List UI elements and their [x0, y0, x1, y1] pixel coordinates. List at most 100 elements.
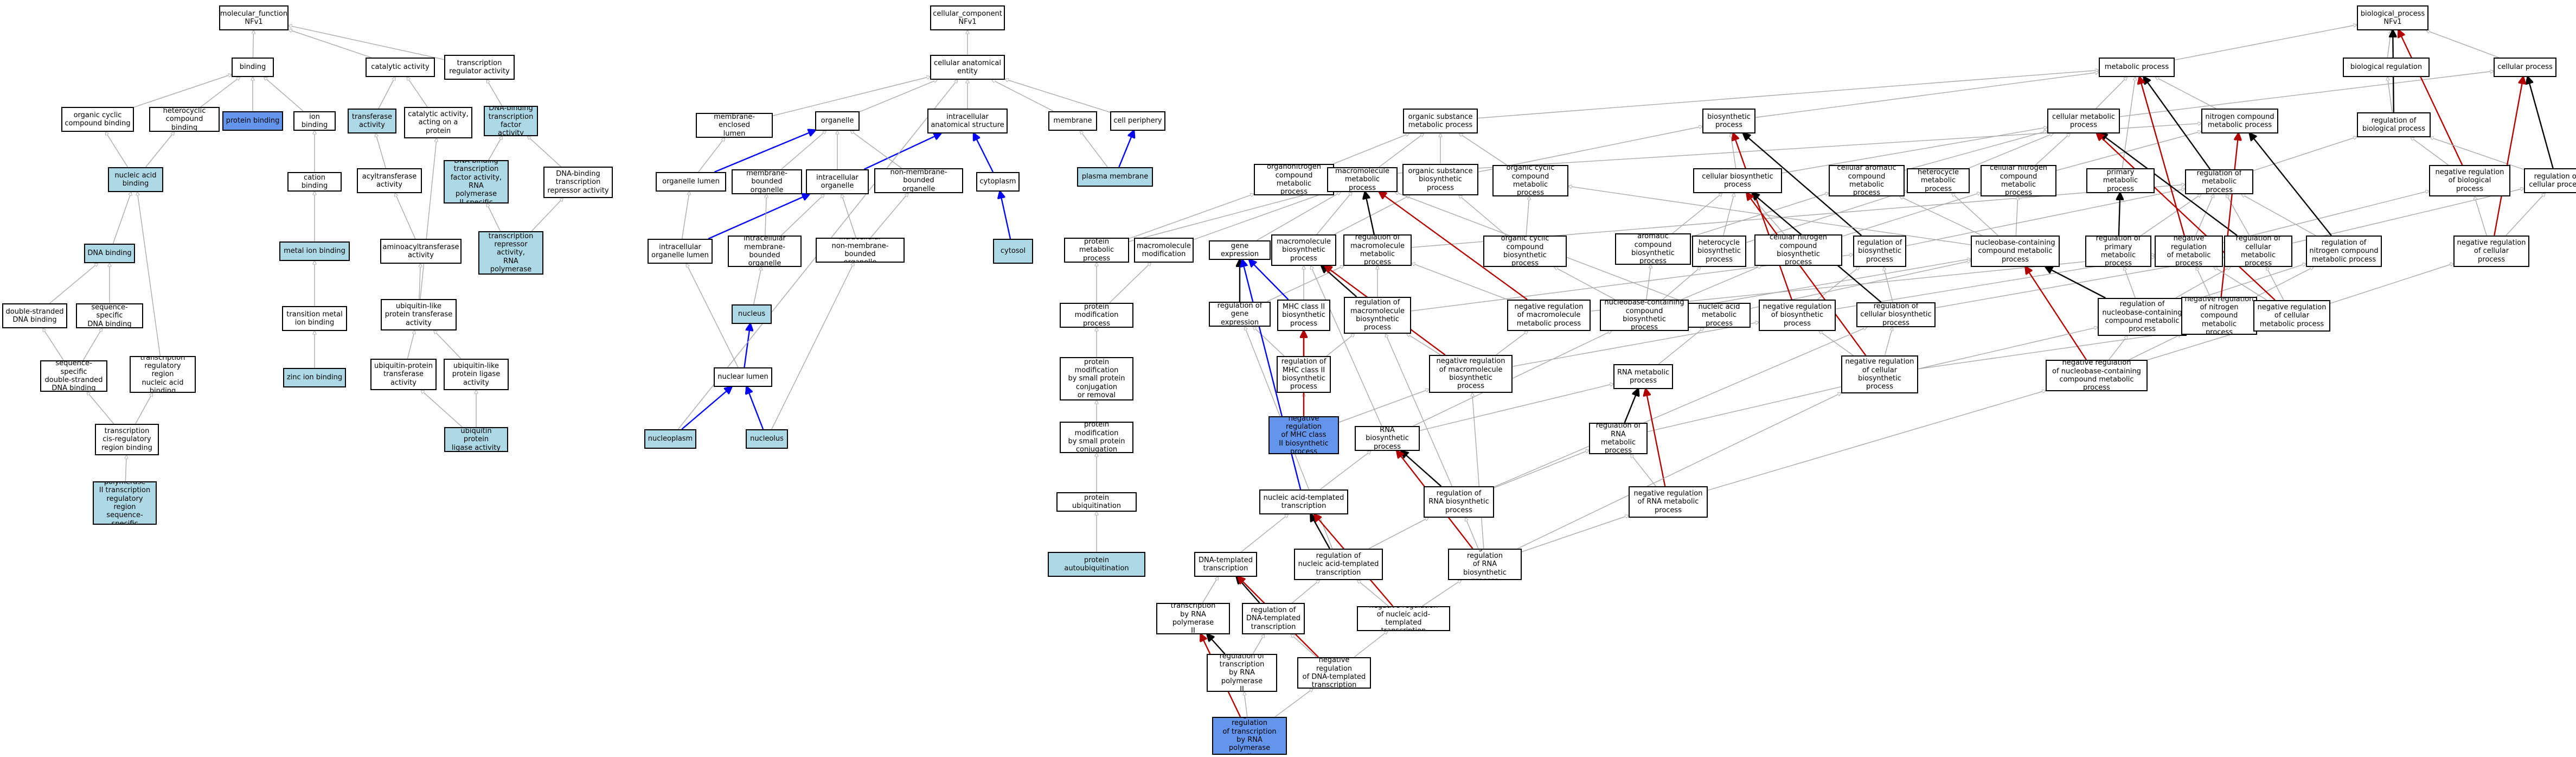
- go-term-catprot[interactable]: catalytic activity, acting on a protein: [404, 107, 472, 138]
- go-term-cisreg[interactable]: transcription cis-regulatory region bind…: [95, 424, 159, 455]
- go-term-rnabio[interactable]: RNA biosynthetic process: [1355, 426, 1420, 451]
- go-term-mhc[interactable]: MHC class II biosynthetic process: [1277, 300, 1330, 331]
- go-term-cellnitro[interactable]: cellular nitrogen compound metabolic pro…: [1981, 165, 2056, 196]
- go-term-macromod[interactable]: macromolecule modification: [1134, 238, 1194, 263]
- go-term-seqds[interactable]: sequence-specific double-stranded DNA bi…: [40, 360, 107, 392]
- go-term-catact[interactable]: catalytic activity: [366, 58, 435, 77]
- go-term-cellmetab[interactable]: cellular metabolic process: [2047, 109, 2120, 133]
- go-term-protmod[interactable]: protein modification process: [1060, 303, 1133, 328]
- go-term-orglumen[interactable]: organelle lumen: [656, 172, 726, 192]
- go-term-negregnatrans[interactable]: negative regulation of nucleic acid-temp…: [1357, 606, 1450, 631]
- go-term-hetbio[interactable]: heterocycle biosynthetic process: [1692, 236, 1746, 267]
- go-term-nucacid[interactable]: nucleic acid metabolic process: [1688, 303, 1751, 328]
- go-term-metalion[interactable]: metal ion binding: [279, 241, 350, 261]
- go-term-nucleus[interactable]: nucleus: [732, 304, 772, 324]
- go-term-regmetab[interactable]: regulation of metabolic process: [2185, 169, 2253, 194]
- go-term-regnatrans[interactable]: regulation of nucleic acid-templated tra…: [1294, 549, 1383, 580]
- go-term-negregbiosyn[interactable]: negative regulation of biosynthetic proc…: [1759, 300, 1836, 331]
- go-term-negregnitro[interactable]: negative regulation of nitrogen compound…: [2181, 297, 2257, 335]
- go-term-regnucbase[interactable]: regulation of nucleobase-containing comp…: [2098, 298, 2187, 336]
- go-term-geneexp[interactable]: gene expression: [1209, 240, 1271, 260]
- go-term-cytoplasm[interactable]: cytoplasm: [976, 172, 1020, 192]
- go-term-intranonmemb[interactable]: intracellular non-membrane-bounded organ…: [816, 238, 905, 263]
- go-term-negregmetab[interactable]: negative regulation of metabolic process: [2155, 236, 2223, 267]
- go-term-protauto[interactable]: protein autoubiquitination: [1048, 552, 1145, 577]
- go-term-protmodsmall[interactable]: protein modification by small protein co…: [1060, 357, 1133, 400]
- go-term-macromol[interactable]: macromolecule metabolic process: [1327, 167, 1398, 192]
- go-term-aminoacyl[interactable]: aminoacyltransferase activity: [380, 239, 462, 264]
- go-term-cellproc[interactable]: cellular process: [2494, 58, 2556, 77]
- go-term-primary[interactable]: primary metabolic process: [2086, 168, 2155, 193]
- go-term-negregmhc[interactable]: negative regulation of MHC class II bios…: [1268, 416, 1339, 454]
- go-term-negregdnatrans[interactable]: negative regulation of DNA-templated tra…: [1297, 657, 1371, 689]
- go-term-regrnametab[interactable]: regulation of RNA metabolic process: [1589, 423, 1648, 454]
- go-term-negregrnabio[interactable]: negative regulation of RNA biosynthetic …: [1448, 549, 1522, 580]
- go-term-binding[interactable]: binding: [232, 58, 274, 77]
- go-term-regmacrobio[interactable]: regulation of macromolecule biosynthetic…: [1344, 297, 1411, 334]
- go-term-nucleoplasm[interactable]: nucleoplasm: [644, 429, 696, 449]
- go-term-ionbind[interactable]: ion binding: [293, 111, 336, 131]
- go-term-nonmemb[interactable]: non-membrane-bounded organelle: [874, 168, 963, 193]
- go-term-reggene[interactable]: regulation of gene expression: [1209, 302, 1271, 327]
- go-term-negregcellmetab[interactable]: negative regulation of cellular metaboli…: [2253, 300, 2330, 332]
- go-term-nucbase[interactable]: nucleobase-containing compound metabolic…: [1971, 236, 2060, 267]
- go-term-membencl[interactable]: membrane-enclosed lumen: [696, 113, 773, 138]
- go-term-acyl[interactable]: acyltransferase activity: [357, 168, 422, 193]
- go-term-transfer[interactable]: transferase activity: [348, 109, 396, 133]
- go-term-nuclumen[interactable]: nuclear lumen: [714, 367, 772, 387]
- go-term-regcell[interactable]: regulation of cellular process: [2524, 168, 2576, 193]
- go-term-protubiq[interactable]: protein ubiquitination: [1056, 492, 1137, 512]
- go-term-aromatic[interactable]: aromatic compound biosynthetic process: [1615, 233, 1691, 265]
- go-term-dbtfa[interactable]: DNA-binding transcription factor activit…: [484, 106, 538, 136]
- go-term-nabind[interactable]: nucleic acid binding: [108, 167, 163, 192]
- go-term-negregcellbio[interactable]: negative regulation of cellular biosynth…: [1841, 355, 1918, 393]
- go-term-negregnucbase[interactable]: negative regulation of nucleobase-contai…: [2046, 360, 2148, 391]
- go-term-orgcycbio[interactable]: organic cyclic compound biosynthetic pro…: [1483, 236, 1567, 267]
- go-term-ubiqlig[interactable]: ubiquitin protein ligase activity: [444, 427, 508, 452]
- go-term-ssdna[interactable]: sequence-specific DNA binding: [76, 303, 143, 328]
- go-term-regmacro[interactable]: regulation of macromolecule metabolic pr…: [1343, 234, 1412, 266]
- go-term-biosyn[interactable]: biosynthetic process: [1702, 109, 1755, 133]
- go-term-intracell[interactable]: intracellular anatomical structure: [927, 109, 1008, 133]
- go-term-hetbind[interactable]: heterocyclic compound binding: [149, 107, 220, 132]
- go-term-organelle[interactable]: organelle: [815, 111, 860, 131]
- go-term-bioreg[interactable]: biological regulation: [2343, 58, 2430, 77]
- go-term-metab[interactable]: metabolic process: [2099, 58, 2175, 77]
- go-term-ubiqlike[interactable]: ubiquitin-like protein transferase activ…: [381, 299, 457, 330]
- go-term-cation[interactable]: cation binding: [287, 172, 342, 192]
- go-term-trrnapol2[interactable]: transcription by RNA polymerase II: [1156, 603, 1230, 634]
- go-term-rnametab[interactable]: RNA metabolic process: [1613, 364, 1673, 389]
- go-term-regcellbio[interactable]: regulation of cellular biosynthetic proc…: [1856, 302, 1936, 327]
- go-term-regprim[interactable]: regulation of primary metabolic process: [2085, 236, 2151, 267]
- go-term-regnitro[interactable]: regulation of nitrogen compound metaboli…: [2306, 236, 2382, 267]
- go-term-cellnitrobio[interactable]: cellular nitrogen compound biosynthetic …: [1754, 234, 1842, 266]
- go-term-cc[interactable]: cellular_component NFv1: [930, 5, 1005, 30]
- go-term-intramemb[interactable]: intracellular membrane-bounded organelle: [728, 236, 802, 267]
- go-term-cellarom[interactable]: cellular aromatic compound metabolic pro…: [1829, 165, 1905, 196]
- go-term-dnatrans[interactable]: DNA-templated transcription: [1194, 552, 1257, 577]
- go-term-anat[interactable]: cellular anatomical entity: [930, 55, 1005, 80]
- go-term-rnapol2[interactable]: RNA polymerase II transcription regulato…: [93, 481, 157, 525]
- go-term-ubiqprottr[interactable]: ubiquitin-protein transferase activity: [370, 359, 437, 390]
- go-term-regdnatrans[interactable]: regulation of DNA-templated transcriptio…: [1242, 603, 1305, 634]
- go-term-negregtrpol2[interactable]: negative regulation of transcription by …: [1212, 717, 1287, 755]
- go-term-membrane[interactable]: membrane: [1048, 111, 1097, 131]
- go-term-nucbasebio[interactable]: nucleobase-containing compound biosynthe…: [1600, 300, 1689, 331]
- go-term-organonitro[interactable]: organonitrogen compound metabolic proces…: [1254, 164, 1334, 195]
- go-term-hetmetab[interactable]: heterocycle metabolic process: [1907, 168, 1970, 193]
- go-term-negregcell[interactable]: negative regulation of cellular process: [2453, 236, 2529, 267]
- go-term-dnabind[interactable]: DNA binding: [84, 244, 135, 263]
- go-term-regmhc[interactable]: regulation of MHC class II biosynthetic …: [1277, 356, 1331, 393]
- go-term-negregmacrometab[interactable]: negative regulation of macromolecule met…: [1507, 300, 1591, 331]
- go-term-natrans[interactable]: nucleic acid-templated transcription: [1259, 489, 1348, 514]
- go-term-trregact[interactable]: transcription regulator activity: [444, 55, 515, 80]
- go-term-intraorglumen[interactable]: intracellular organelle lumen: [648, 239, 713, 264]
- go-term-membbound[interactable]: membrane-bounded organelle: [732, 169, 802, 194]
- go-term-orgsubst[interactable]: organic substance metabolic process: [1403, 109, 1478, 133]
- go-term-regcellmetab[interactable]: regulation of cellular metabolic process: [2224, 236, 2292, 267]
- go-term-regbiosyn[interactable]: regulation of biosynthetic process: [1853, 236, 1906, 267]
- go-term-negregrnametab[interactable]: negative regulation of RNA metabolic pro…: [1629, 486, 1708, 518]
- go-term-protbind[interactable]: protein binding: [222, 111, 283, 131]
- go-term-regbio[interactable]: regulation of biological process: [2357, 112, 2431, 137]
- go-term-protmetab[interactable]: protein metabolic process: [1064, 238, 1129, 263]
